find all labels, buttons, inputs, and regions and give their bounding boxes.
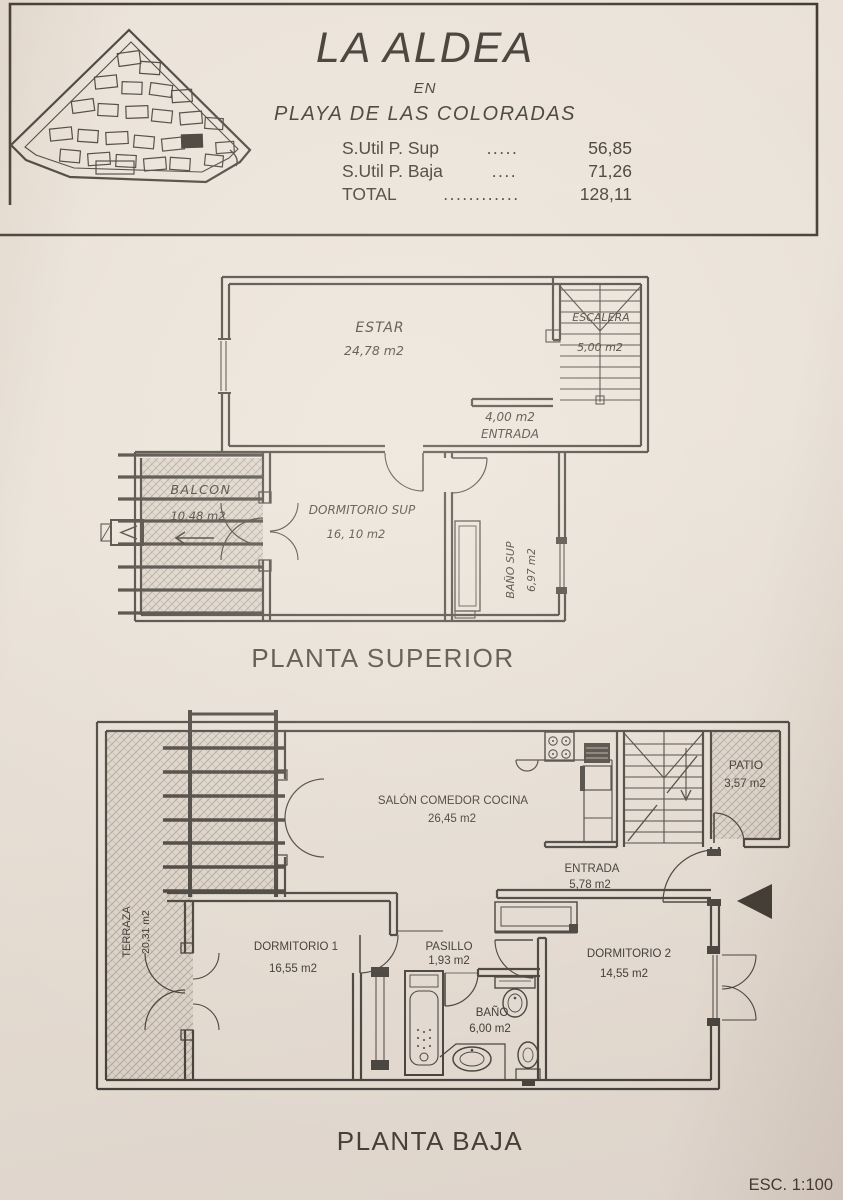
upper-room-labels: ESTAR 24,78 m2 ESCALERA 5,00 m2 4,00 m2 … bbox=[170, 311, 629, 599]
room-label-pasillo: PASILLO bbox=[425, 941, 472, 953]
area-row-total: TOTAL ............ 128,11 bbox=[342, 184, 632, 207]
bidet-icon bbox=[515, 1041, 541, 1086]
room-label-escalera: ESCALERA bbox=[572, 311, 629, 324]
leader-dots: ............ bbox=[443, 184, 520, 204]
site-plan bbox=[9, 28, 252, 184]
stove-icon bbox=[544, 731, 575, 762]
room-area-entrada-sup: 4,00 m2 bbox=[485, 410, 535, 424]
leader-dots: ..... bbox=[486, 138, 519, 158]
title-preposition: EN bbox=[413, 80, 437, 98]
washbasin-icon bbox=[439, 1043, 506, 1080]
scale-note: ESC. 1:100 bbox=[748, 1176, 833, 1194]
area-value: 128,11 bbox=[579, 184, 632, 204]
kitchen bbox=[515, 731, 613, 842]
wardrobe bbox=[494, 901, 578, 934]
room-label-terraza: TERRAZA bbox=[121, 906, 133, 958]
upper-bath-fixture bbox=[454, 520, 481, 619]
room-label-bano: BAÑO bbox=[476, 1006, 509, 1019]
room-area-escalera: 5,00 m2 bbox=[577, 341, 623, 354]
balcony-hatch bbox=[142, 458, 263, 614]
room-area-dormitorio1: 16,55 m2 bbox=[269, 963, 317, 975]
room-label-salon: SALÓN COMEDOR COCINA bbox=[378, 794, 528, 807]
project-title: LA ALDEA bbox=[315, 24, 535, 72]
upper-floor-title: PLANTA SUPERIOR bbox=[251, 643, 515, 673]
bathroom-fixtures bbox=[371, 967, 541, 1086]
room-area-bano: 6,00 m2 bbox=[469, 1023, 511, 1035]
area-value: 56,85 bbox=[588, 138, 632, 158]
title-block: LA ALDEA EN PLAYA DE LAS COLORADAS bbox=[245, 24, 605, 126]
pergola-beams-upper bbox=[118, 453, 263, 615]
leader-dots: .... bbox=[491, 161, 518, 181]
project-location: PLAYA DE LAS COLORADAS bbox=[274, 103, 576, 126]
upper-stairs bbox=[545, 284, 642, 405]
room-area-balcon: 10,48 m2 bbox=[170, 509, 225, 523]
upper-walls bbox=[133, 275, 650, 623]
site-plan-units bbox=[48, 49, 238, 175]
area-summary-table: S.Util P. Sup ..... 56,85 S.Util P. Baja… bbox=[342, 138, 632, 207]
room-area-bano-sup: 6,97 m2 bbox=[526, 548, 538, 592]
pergola-beams-lower bbox=[163, 710, 285, 897]
room-label-dormitorio2: DORMITORIO 2 bbox=[587, 948, 671, 960]
entrance-arrow-icon bbox=[737, 884, 772, 919]
room-area-patio: 3,57 m2 bbox=[724, 778, 766, 790]
area-label: TOTAL bbox=[342, 184, 397, 204]
area-label: S.Util P. Baja bbox=[342, 161, 443, 181]
patio-hatch bbox=[711, 731, 780, 839]
bathtub-icon bbox=[404, 970, 444, 1076]
lower-walls bbox=[95, 720, 791, 1091]
lower-stairs bbox=[623, 731, 704, 844]
toilet-icon bbox=[494, 976, 536, 1018]
upper-windows bbox=[218, 338, 567, 594]
lower-floor-plan: SALÓN COMEDOR COCINA 26,45 m2 PATIO 3,57… bbox=[95, 710, 791, 1091]
room-label-entrada-sup: ENTRADA bbox=[481, 427, 539, 441]
room-label-dormitorio1: DORMITORIO 1 bbox=[254, 941, 338, 953]
room-area-dormitorio2: 14,55 m2 bbox=[600, 968, 648, 980]
room-area-terraza: 20,31 m2 bbox=[140, 910, 152, 954]
room-label-entrada-baja: ENTRADA bbox=[565, 863, 620, 875]
area-value: 71,26 bbox=[588, 161, 632, 181]
room-area-entrada-baja: 5,78 m2 bbox=[569, 879, 611, 891]
lower-floor-title: PLANTA BAJA bbox=[336, 1126, 524, 1156]
lower-doors bbox=[144, 769, 745, 1041]
upper-doors bbox=[220, 452, 488, 572]
header-border bbox=[0, 2, 819, 237]
room-label-patio: PATIO bbox=[729, 758, 763, 772]
site-plan-highlighted-unit bbox=[180, 133, 204, 149]
terraza-hatch bbox=[106, 731, 277, 1080]
room-label-dormitorio-sup: DORMITORIO SUP bbox=[309, 503, 416, 517]
room-area-dormitorio-sup: 16, 10 m2 bbox=[327, 527, 386, 541]
balcony-direction-arrow bbox=[174, 531, 214, 545]
lower-room-labels: SALÓN COMEDOR COCINA 26,45 m2 PATIO 3,57… bbox=[121, 758, 766, 1035]
room-area-estar: 24,78 m2 bbox=[344, 343, 404, 358]
room-label-bano-sup: BAÑO SUP bbox=[504, 541, 517, 598]
room-area-salon: 26,45 m2 bbox=[428, 813, 476, 825]
room-label-balcon: BALCON bbox=[170, 482, 231, 497]
area-row-sup: S.Util P. Sup ..... 56,85 bbox=[342, 138, 632, 161]
area-label: S.Util P. Sup bbox=[342, 138, 439, 158]
area-row-baja: S.Util P. Baja .... 71,26 bbox=[342, 161, 632, 184]
lower-windows bbox=[707, 946, 757, 1026]
room-area-pasillo: 1,93 m2 bbox=[428, 955, 470, 967]
upper-floor-plan: ESTAR 24,78 m2 ESCALERA 5,00 m2 4,00 m2 … bbox=[100, 275, 650, 623]
balcony-marker bbox=[100, 519, 144, 546]
room-label-estar: ESTAR bbox=[355, 320, 404, 336]
